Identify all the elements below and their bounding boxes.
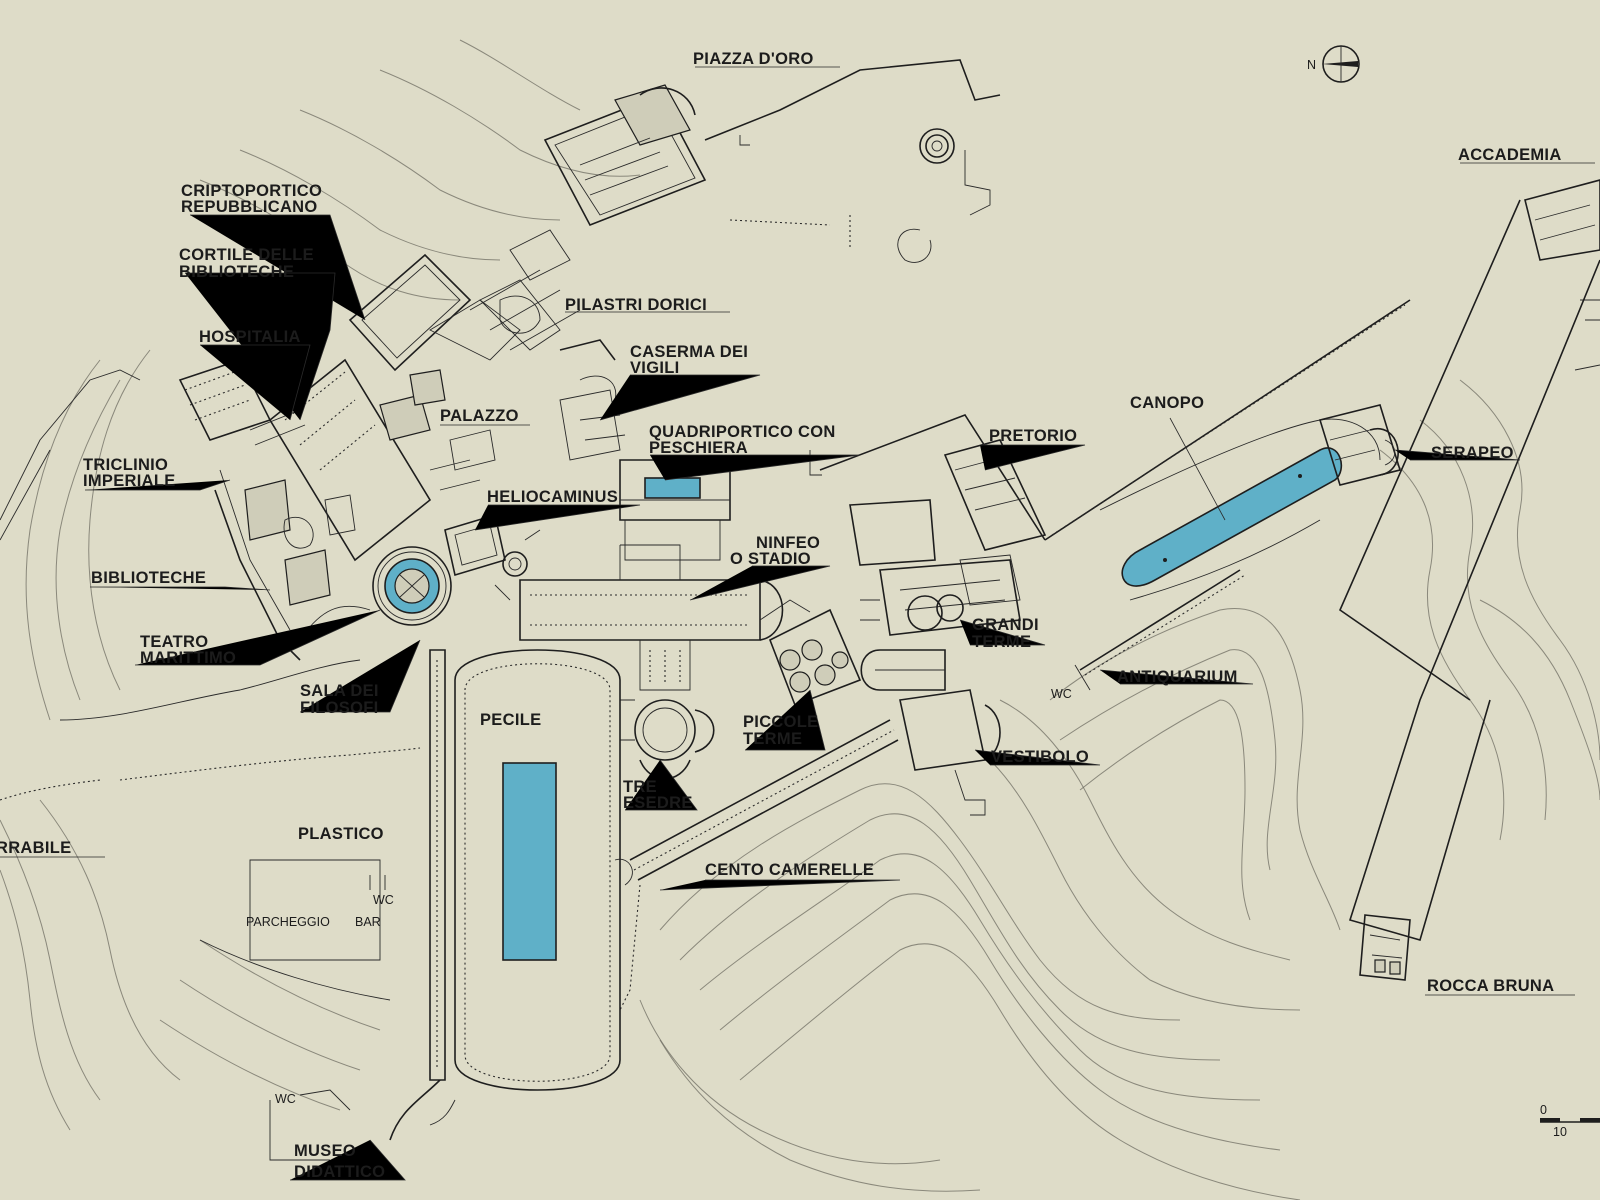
scale-start-label: 0 [1540, 1103, 1547, 1117]
label-teatro-line1: TEATRO [140, 633, 208, 651]
label-piccole-terme-line2: TERME [743, 730, 802, 748]
label-wc-antiquarium: WC [1051, 687, 1072, 701]
accademia-plan [1339, 179, 1600, 941]
label-sala-line2: FILOSOFI [300, 699, 378, 717]
label-wc-bar: WC [373, 893, 394, 907]
label-leaders [0, 66, 1595, 1181]
label-triclinio-line2: IMPERIALE [83, 472, 176, 490]
label-quadriportico-line1: QUADRIPORTICO CON [649, 423, 836, 441]
label-parcheggio: PARCHEGGIO [246, 915, 330, 929]
teatro-marittimo-plan [372, 546, 452, 626]
scale-bar: 0 10 [1540, 1103, 1600, 1139]
serapeo-plan [1318, 404, 1402, 486]
label-criptoportico-line1: CRIPTOPORTICO [181, 182, 322, 200]
label-tre-esedre-line1: TRE [623, 778, 657, 796]
label-tre-esedre-line2: ESEDRE [623, 794, 693, 812]
label-pecile: PECILE [480, 711, 541, 729]
piccole-terme-plan [759, 599, 862, 707]
ninfeo-stadio-plan [519, 544, 784, 691]
label-rrabile: RRABILE [0, 839, 71, 857]
label-cortile-line2: BIBLIOTECHE [179, 263, 294, 281]
label-caserma-line2: VIGILI [630, 359, 679, 377]
label-vestibolo: VESTIBOLO [991, 748, 1089, 766]
label-piazza-doro: PIAZZA D'ORO [693, 50, 814, 68]
label-sala-line1: SALA DEI [300, 682, 379, 700]
label-museo-line2: DIDATTICO [294, 1163, 385, 1181]
label-accademia: ACCADEMIA [1458, 146, 1562, 164]
place-labels: PIAZZA D'ORO ACCADEMIA CRIPTOPORTICO REP… [0, 50, 1562, 1181]
label-cortile-line1: CORTILE DELLE [179, 246, 314, 264]
label-teatro-line2: MARITTIMO [140, 649, 236, 667]
label-biblioteche: BIBLIOTECHE [91, 569, 206, 587]
label-antiquarium: ANTIQUARIUM [1117, 668, 1238, 686]
label-palazzo: PALAZZO [440, 407, 519, 425]
label-pretorio: PRETORIO [989, 427, 1077, 445]
label-pilastri-dorici: PILASTRI DORICI [565, 296, 707, 314]
compass: N [1307, 45, 1360, 83]
label-grandi-terme-line1: GRANDI [972, 616, 1039, 634]
piazza-doro-plan [543, 59, 1001, 263]
label-criptoportico-line2: REPUBBLICANO [181, 198, 318, 216]
label-caserma-line1: CASERMA DEI [630, 343, 748, 361]
label-quadriportico-line2: PESCHIERA [649, 439, 748, 457]
label-triclinio-line1: TRICLINIO [83, 456, 168, 474]
cento-camerelle-plan [614, 719, 899, 1011]
label-heliocaminus: HELIOCAMINUS [487, 488, 618, 506]
paths-and-roads [0, 369, 421, 1161]
pecile-plan [389, 649, 621, 1141]
label-museo-line1: MUSEO [294, 1142, 356, 1160]
scale-end-label: 10 [1553, 1125, 1567, 1139]
pretorio-plan [809, 414, 1047, 566]
compass-north-label: N [1307, 58, 1316, 72]
label-serapeo: SERAPEO [1431, 444, 1514, 462]
terrain-contours [0, 39, 1600, 1200]
label-hospitalia: HOSPITALIA [199, 328, 301, 346]
rocca-bruna-plan [1359, 914, 1411, 981]
label-cento-camerelle: CENTO CAMERELLE [705, 861, 874, 879]
label-wc-museo: WC [275, 1092, 296, 1106]
label-bar: BAR [355, 915, 381, 929]
label-grandi-terme-line2: TERME [972, 633, 1031, 651]
label-canopo: CANOPO [1130, 394, 1204, 412]
antiquarium-plan [1074, 569, 1246, 691]
label-ninfeo-line2: O STADIO [730, 550, 811, 568]
label-ninfeo-line1: NINFEO [756, 534, 820, 552]
label-piccole-terme-line1: PICCOLE [743, 713, 818, 731]
label-rocca-bruna: ROCCA BRUNA [1427, 977, 1554, 995]
canopo-plan [1044, 299, 1411, 601]
label-plastico: PLASTICO [298, 825, 384, 843]
